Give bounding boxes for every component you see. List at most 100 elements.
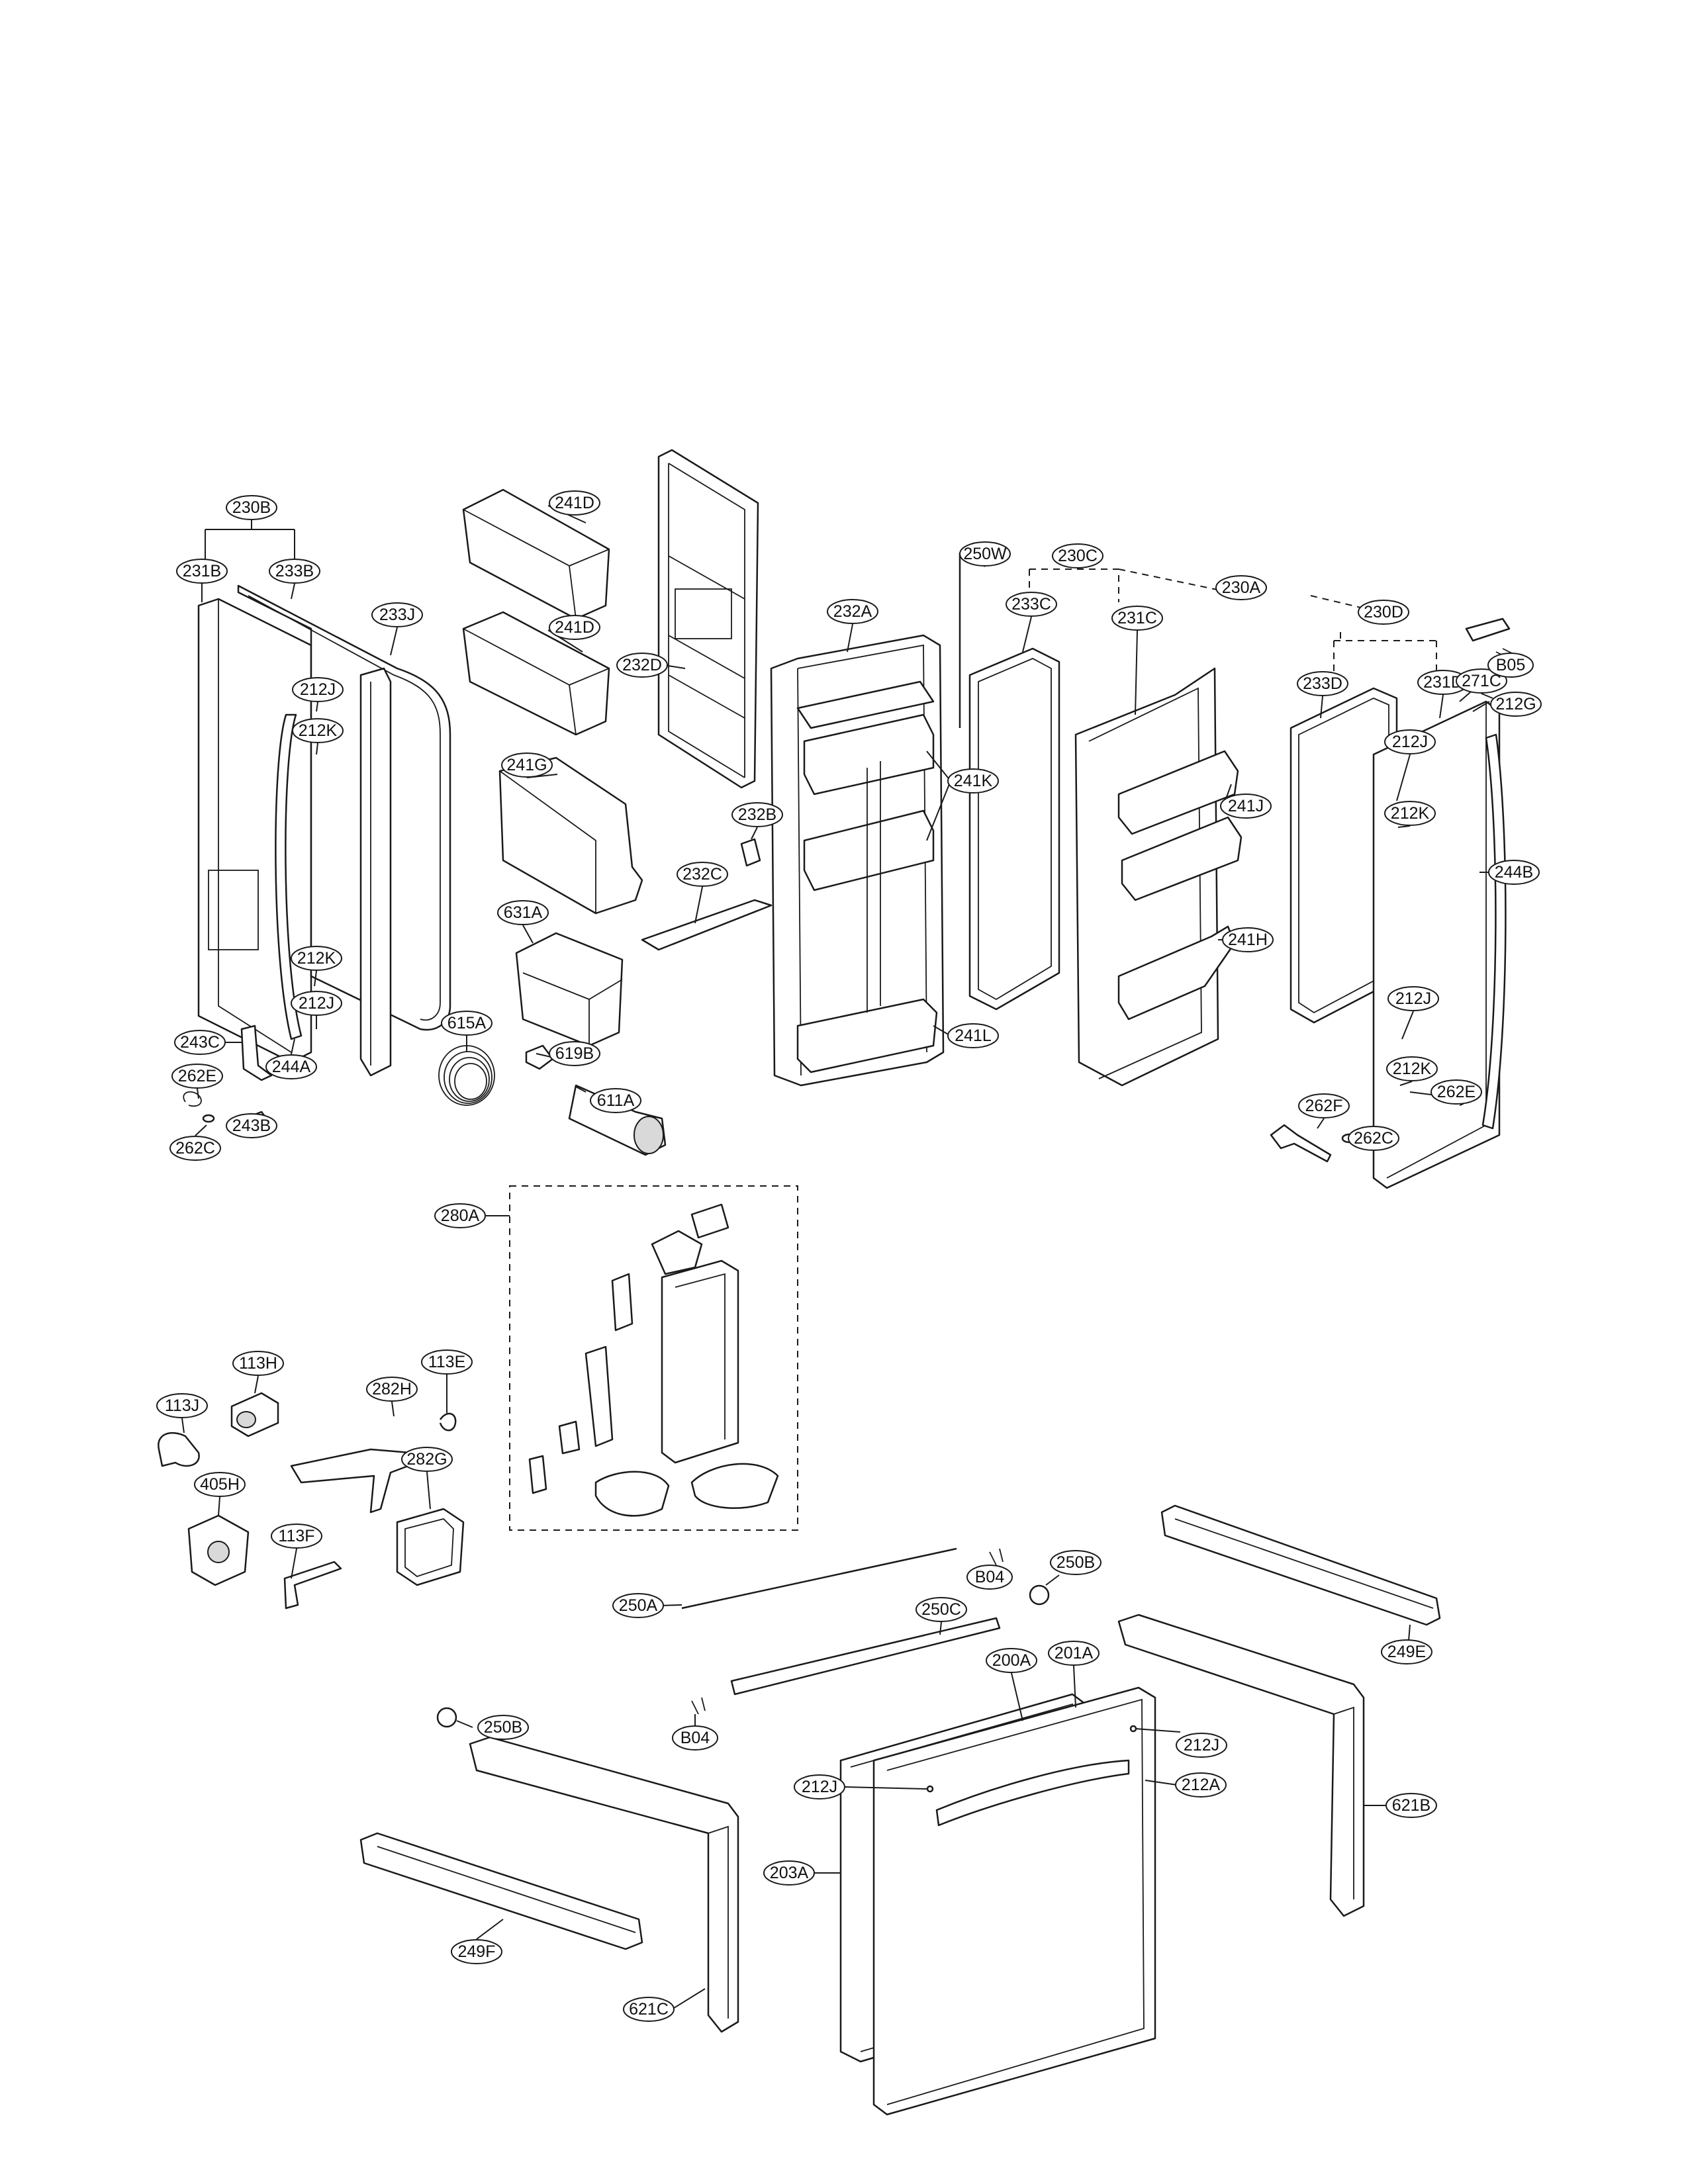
callout-bubble	[421, 1349, 473, 1375]
callout-bubble	[1052, 543, 1103, 569]
gasket-233b	[237, 584, 451, 1031]
callout-label: 212K	[299, 721, 338, 740]
callout-label: 241D	[555, 494, 594, 512]
cover-282g	[396, 1508, 465, 1586]
shelf-232a-top	[796, 680, 935, 729]
callout-bubble	[966, 1565, 1013, 1590]
callout-label: 241D	[555, 618, 594, 637]
part-callout-212j: 212J	[1176, 1733, 1227, 1758]
door-panel-231d	[1372, 700, 1501, 1189]
callout-bubble	[1175, 1772, 1227, 1797]
slide-rail-249f	[359, 1832, 643, 1950]
callout-bubble	[1456, 668, 1507, 694]
callout-label: 232D	[622, 656, 662, 674]
callout-bubble	[232, 1351, 284, 1376]
callout-bubble	[451, 1939, 502, 1964]
part-callout-230b: 230B	[226, 495, 277, 520]
callout-label: 262E	[1437, 1083, 1476, 1101]
callout-bubble	[959, 541, 1011, 567]
bracket-113f	[283, 1561, 342, 1610]
callout-label: 262C	[175, 1139, 215, 1158]
callout-label: 230B	[232, 498, 271, 517]
callout-bubble	[1381, 1639, 1432, 1664]
part-callout-241l: 241L	[947, 1023, 999, 1048]
callout-label: 249F	[458, 1942, 496, 1961]
callout-label: 250C	[921, 1600, 961, 1619]
callout-bubble	[1222, 927, 1274, 952]
callout-bubble	[947, 1023, 999, 1048]
part-callout-615a: 615A	[441, 1011, 492, 1036]
callout-bubble	[827, 599, 878, 624]
callout-label: 249E	[1387, 1643, 1426, 1661]
part-callout-212k: 212K	[291, 946, 342, 971]
part-callout-212k: 212K	[292, 718, 344, 743]
callout-bubble	[371, 602, 423, 627]
callout-label: 233C	[1011, 595, 1051, 614]
callout-label: 271C	[1462, 672, 1501, 690]
part-callout-212a: 212A	[1175, 1772, 1227, 1797]
part-callout-621c: 621C	[623, 1997, 675, 2022]
part-113j	[158, 1432, 200, 1467]
part-callout-212j: 212J	[291, 991, 342, 1016]
callout-bubble	[549, 490, 600, 516]
callout-label: 611A	[597, 1091, 635, 1110]
callout-bubble	[1297, 671, 1348, 696]
callout-label: 233J	[379, 606, 415, 624]
screws-b04-upper	[989, 1548, 1004, 1566]
rod-250a	[681, 1547, 957, 1610]
part-callout-232b: 232B	[731, 802, 783, 827]
left-door-assembly	[183, 584, 451, 1134]
callout-label: 212A	[1182, 1776, 1221, 1794]
callout-label: 250B	[484, 1718, 522, 1737]
callout-label: 282H	[372, 1380, 412, 1398]
part-callout-241k: 241K	[947, 768, 999, 794]
part-callout-282g: 282G	[401, 1447, 453, 1472]
callout-bubble	[1387, 986, 1439, 1011]
part-callout-241g: 241G	[501, 752, 553, 778]
part-callout-250b: 250B	[1050, 1550, 1102, 1575]
part-callout-262c: 262C	[1348, 1126, 1399, 1151]
part-callout-232c: 232C	[677, 862, 728, 887]
part-callout-233d: 233D	[1297, 671, 1348, 696]
part-callout-113h: 113H	[232, 1351, 284, 1376]
callout-label: 113F	[278, 1527, 314, 1545]
callout-bubble	[1490, 692, 1542, 717]
part-callout-249f: 249F	[451, 1939, 502, 1964]
callout-bubble	[194, 1472, 246, 1497]
callout-label: 250A	[619, 1596, 658, 1615]
callout-label: 282G	[406, 1450, 447, 1469]
callout-bubble	[763, 1860, 815, 1886]
part-callout-231b: 231B	[176, 559, 228, 584]
part-callout-230c: 230C	[1052, 543, 1103, 569]
part-callout-201a: 201A	[1048, 1641, 1100, 1666]
callout-label: 262F	[1305, 1097, 1343, 1115]
callout-label: 201A	[1055, 1644, 1094, 1662]
callout-bubble	[590, 1088, 641, 1113]
callout-label: 212K	[1393, 1060, 1432, 1078]
callout-bubble	[677, 862, 728, 887]
callout-bubble	[434, 1203, 486, 1228]
callout-label: 631A	[504, 903, 543, 922]
part-callout-243c: 243C	[174, 1030, 226, 1055]
callout-label: 621C	[629, 2000, 669, 2019]
part-callout-280a: 280A	[434, 1203, 486, 1228]
frame-232d	[657, 449, 759, 789]
part-callout-271c: 271C	[1456, 668, 1507, 694]
tool-262f	[1270, 1124, 1332, 1163]
tube-coil-615a	[438, 1045, 495, 1106]
part-callout-241j: 241J	[1220, 794, 1272, 819]
part-callout-262e: 262E	[1430, 1079, 1482, 1105]
callout-label: 244B	[1495, 863, 1533, 882]
callout-label: 250W	[963, 545, 1007, 563]
part-callout-212k: 212K	[1386, 1056, 1438, 1081]
part-callout-262e: 262E	[171, 1064, 223, 1089]
shelf-241k-lower	[803, 809, 935, 891]
part-callout-212g: 212G	[1490, 692, 1542, 717]
right-door-handle-244b	[1481, 733, 1507, 1130]
part-callout-113e: 113E	[421, 1349, 473, 1375]
dispenser-outline	[509, 1185, 798, 1531]
callout-bubble	[156, 1393, 208, 1418]
callout-label: 212K	[1391, 804, 1430, 823]
callout-bubble	[171, 1064, 223, 1089]
part-callout-113j: 113J	[156, 1393, 208, 1418]
